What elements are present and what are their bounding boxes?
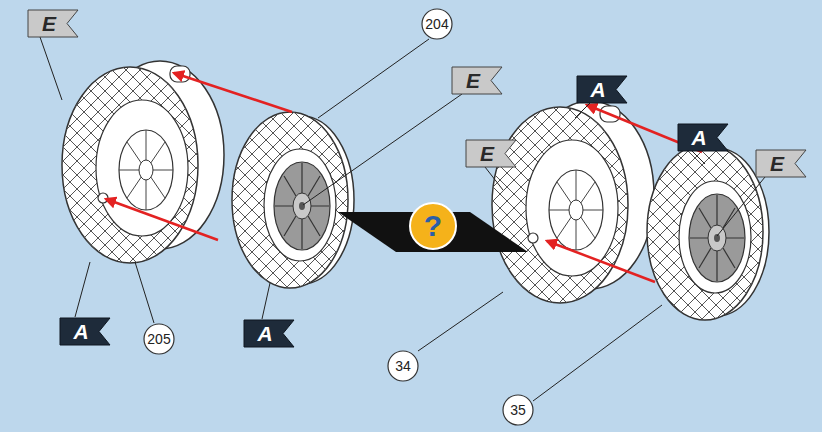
part-flag: A — [244, 320, 294, 347]
question-badge: ? — [409, 202, 457, 250]
part-flag: E — [466, 140, 516, 167]
part-flag: A — [678, 124, 728, 151]
part-flag: E — [452, 67, 502, 94]
flag-letter: E — [466, 70, 488, 91]
flag-letter: A — [257, 323, 280, 344]
callout-text: 205 — [147, 332, 170, 346]
callout-text: 34 — [395, 359, 411, 373]
question-mark: ? — [424, 211, 442, 241]
part-flag: A — [60, 318, 110, 345]
callout-number: 35 — [502, 394, 534, 426]
part-flag: E — [756, 150, 806, 177]
flag-letter: E — [770, 153, 792, 174]
callout-text: 35 — [510, 403, 526, 417]
callout-number: 205 — [143, 323, 175, 355]
flag-letter: E — [42, 13, 64, 34]
flag-letter: A — [73, 321, 96, 342]
flag-letter: A — [590, 79, 613, 100]
flag-letter: E — [480, 143, 502, 164]
part-flag: E — [28, 10, 78, 37]
callout-number: 34 — [387, 350, 419, 382]
part-flag: A — [577, 76, 627, 103]
flag-letter: A — [691, 127, 714, 148]
callout-text: 204 — [425, 17, 448, 31]
callout-number: 204 — [421, 8, 453, 40]
